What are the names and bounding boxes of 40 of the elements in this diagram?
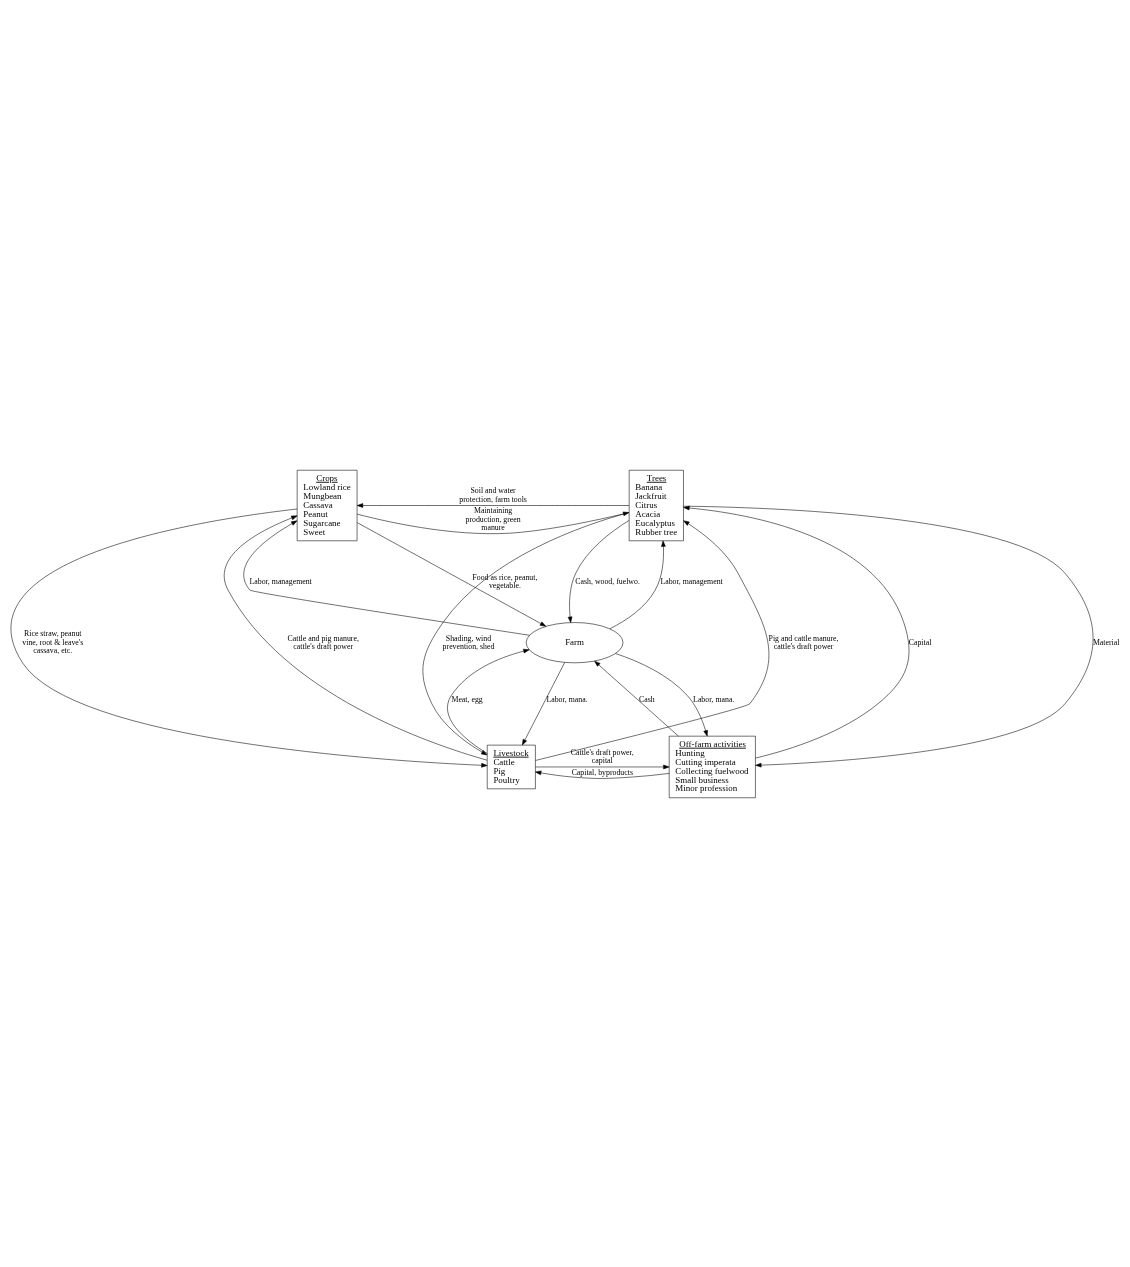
edge-label: Labor, mana.: [546, 694, 588, 704]
node-box: Trees Banana Jackfruit Citrus Acacia Eucalyptus Rubber tree: [628, 469, 684, 541]
arrow: [356, 511, 630, 534]
edge-label: Meat, egg: [451, 694, 483, 704]
arrow: [683, 505, 910, 758]
edge-label: Cash, wood, fuelwo.: [575, 576, 640, 586]
edge-label: Cattle's draft power, capital: [570, 747, 634, 765]
edge-label: Cash: [638, 694, 655, 704]
arrow: [356, 521, 547, 627]
arrow: [594, 660, 679, 736]
arrow: [567, 519, 630, 623]
edge-label: Pig and cattle manure, cattle's draft power: [768, 633, 839, 651]
node-box: Crops Lowland rice Mungbean Cassava Peanut Sugarcane Sweet: [296, 469, 358, 541]
arrow: [535, 764, 670, 769]
edge-label: Capital, byproducts: [571, 767, 633, 777]
edge-label: Food as rice, peanut, vegetable.: [472, 572, 538, 590]
edge-label: Capital: [908, 637, 932, 647]
edge-label: Labor, management: [249, 576, 312, 586]
arrow: [522, 661, 565, 745]
arrow: [447, 648, 530, 754]
edge-label: Labor, management: [660, 576, 723, 586]
edge-label: Soil and water protection, farm tools: [459, 485, 527, 504]
arrow: [223, 515, 488, 760]
arrow: [356, 502, 630, 508]
edge-label: Cattle and pig manure, cattle's draft power: [287, 633, 359, 651]
arrow: [615, 652, 708, 736]
edge-label: Rice straw, peanut vine, root & leave's cassava, etc.: [22, 628, 84, 655]
node-box: Off-farm activities Hunting Cutting imperata Collecting fuelwood Small business Minor profession: [668, 735, 756, 798]
arrow: [243, 520, 530, 636]
edge-label: Maintaining production, green manure: [465, 505, 521, 532]
arrow: [422, 511, 630, 755]
edge-label: Shading, wind prevention, shed: [442, 633, 495, 651]
edge-label: Material: [1092, 637, 1120, 647]
arrow: [535, 770, 670, 779]
edge-label: Labor, mana.: [693, 694, 735, 704]
arrow: [535, 519, 770, 761]
arrow: [609, 540, 666, 629]
node-box: Livestock Cattle Pig Poultry: [486, 744, 536, 789]
arrow: [11, 508, 488, 768]
arrow: [683, 505, 1094, 767]
